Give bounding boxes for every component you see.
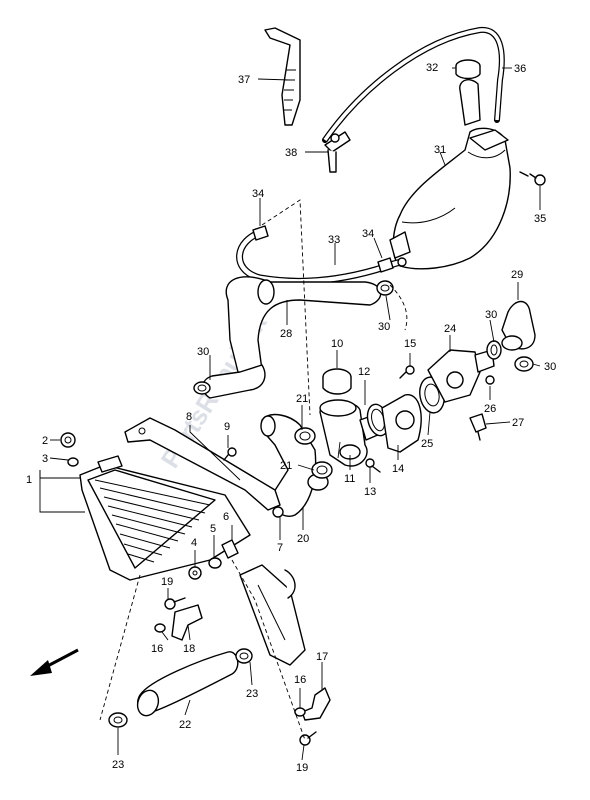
clamp-34-a <box>252 225 269 241</box>
clamp-30-c <box>486 340 502 360</box>
reservoir-tank <box>389 79 511 270</box>
clip-16-b <box>294 707 306 717</box>
hose-33 <box>236 228 403 285</box>
callout-33: 33 <box>328 234 340 246</box>
callout-38: 38 <box>285 147 297 159</box>
callout-30a: 30 <box>197 346 209 358</box>
callout-29: 29 <box>511 269 523 281</box>
callout-5: 5 <box>210 523 216 535</box>
callout-2: 2 <box>42 435 48 447</box>
callout-30d: 30 <box>544 361 556 373</box>
leader-lines <box>39 67 541 761</box>
clamp-23-b <box>235 648 253 664</box>
callout-31: 31 <box>434 144 446 156</box>
callout-24: 24 <box>444 323 456 335</box>
callout-37: 37 <box>238 74 250 86</box>
radiator <box>79 455 251 581</box>
callout-19b: 19 <box>296 762 308 774</box>
callout-25: 25 <box>421 438 433 450</box>
callout-14: 14 <box>392 463 404 475</box>
callout-23b: 23 <box>246 688 258 700</box>
bolt-4 <box>188 566 202 580</box>
callout-28: 28 <box>280 328 292 340</box>
clamp-21-a <box>294 427 316 445</box>
fitting-38 <box>324 131 351 173</box>
bolt-26 <box>485 375 495 385</box>
callout-1: 1 <box>26 474 32 486</box>
guide-line <box>261 199 311 416</box>
bolt-9 <box>223 447 237 461</box>
clamp-23-a <box>108 712 128 728</box>
callouts: 1 2 3 4 5 6 7 8 9 10 11 12 13 14 15 16 1… <box>26 62 556 774</box>
callout-15: 15 <box>404 338 416 350</box>
callout-23a: 23 <box>112 759 124 771</box>
callout-16a: 16 <box>151 643 163 655</box>
clamp-34-b <box>377 257 407 273</box>
callout-6: 6 <box>223 511 229 523</box>
callout-16b: 16 <box>294 674 306 686</box>
clamp-21-b <box>311 461 333 479</box>
front-direction-arrow <box>30 648 79 676</box>
hose-22 <box>136 651 239 717</box>
hose-28 <box>202 276 382 399</box>
callout-10: 10 <box>331 338 343 350</box>
guide-line <box>99 574 141 721</box>
callout-3: 3 <box>42 453 48 465</box>
bolt-7 <box>272 506 284 518</box>
callout-11: 11 <box>344 473 355 485</box>
callout-19a: 19 <box>161 576 173 588</box>
clip-16-a <box>154 623 166 633</box>
callout-27: 27 <box>512 417 524 429</box>
radiator-cap-2 <box>60 432 76 448</box>
clamp-37 <box>264 27 301 126</box>
bolt-13 <box>365 458 381 473</box>
callout-26: 26 <box>484 403 496 415</box>
cushion-6 <box>221 539 239 559</box>
callout-20: 20 <box>297 533 309 545</box>
screw-19-a <box>164 597 186 610</box>
bolt-35 <box>519 171 546 186</box>
callout-21b: 21 <box>280 460 292 472</box>
callout-13: 13 <box>364 486 376 498</box>
callout-30b: 30 <box>378 321 390 333</box>
callout-4: 4 <box>191 537 197 549</box>
clamp-30-d <box>514 356 534 372</box>
clamp-30-b <box>376 280 394 296</box>
bracket-8 <box>124 417 281 511</box>
bracket-17 <box>301 687 331 721</box>
callout-34a: 34 <box>252 188 264 200</box>
bolt-19-b <box>299 731 317 746</box>
callout-36: 36 <box>514 63 526 75</box>
clamp-30-a <box>193 381 211 395</box>
callout-12: 12 <box>358 366 370 378</box>
washer-3 <box>67 457 79 467</box>
callout-7: 7 <box>277 542 283 554</box>
callout-9: 9 <box>224 421 230 433</box>
guide-line <box>231 559 306 741</box>
callout-22: 22 <box>179 719 191 731</box>
thermostat-housing-24 <box>427 349 495 403</box>
thermostat-cover-14 <box>381 394 422 453</box>
callout-8: 8 <box>186 411 192 423</box>
callout-35: 35 <box>534 213 546 225</box>
bolt-15 <box>399 365 415 379</box>
callout-32: 32 <box>426 62 438 74</box>
sensor-27 <box>469 413 487 441</box>
thermostat-cap-10 <box>322 368 352 395</box>
callout-30c: 30 <box>485 309 497 321</box>
tank-cap <box>455 59 481 80</box>
callout-18: 18 <box>183 643 195 655</box>
callout-21a: 21 <box>296 393 308 405</box>
collar-5 <box>208 557 222 569</box>
lower-bracket <box>239 564 306 666</box>
callout-34b: 34 <box>362 228 374 240</box>
hose-29 <box>501 300 536 351</box>
callout-17: 17 <box>316 651 328 663</box>
bracket-18 <box>171 604 203 641</box>
